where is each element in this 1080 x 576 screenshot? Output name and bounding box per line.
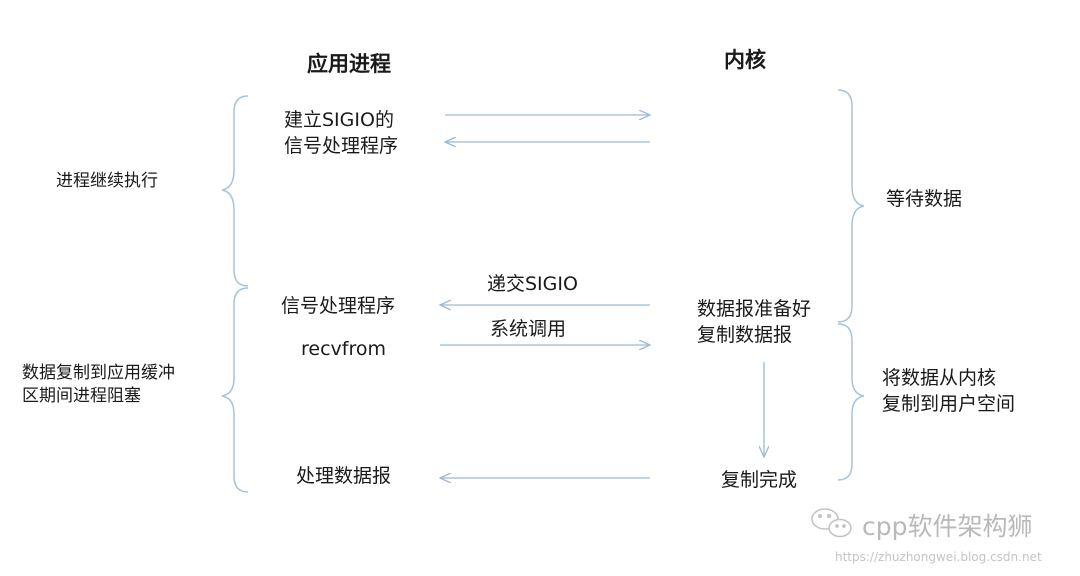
arrow-label-syscall: 系统调用 [490, 318, 567, 340]
right-label-copy: 将数据从内核 复制到用户空间 [882, 367, 1016, 415]
kernel-copy-complete: 复制完成 [721, 469, 798, 491]
step-setup-handler: 建立SIGIO的 信号处理程序 [284, 109, 399, 157]
left-brace-continue [221, 95, 249, 287]
wechat-logo-icon [811, 508, 852, 538]
step-recvfrom: recvfrom [301, 338, 386, 360]
app-process-header: 应用进程 [307, 52, 391, 76]
left-label-continue: 进程继续执行 [56, 171, 158, 191]
step-signal-handler: 信号处理程序 [281, 295, 396, 317]
kernel-header: 内核 [724, 48, 766, 72]
kernel-datagram-ready: 数据报准备好 复制数据报 [697, 298, 812, 346]
right-label-wait: 等待数据 [886, 188, 963, 210]
left-brace-blocked [221, 287, 249, 493]
right-brace-copy [837, 323, 865, 481]
right-brace-wait [837, 89, 865, 323]
step-process-datagram: 处理数据报 [296, 465, 392, 487]
left-label-blocked: 数据复制到应用缓冲 区期间进程阻塞 [22, 363, 175, 406]
watermark-brand: cpp软件架构狮 [862, 512, 1033, 541]
arrow-label-deliver-sigio: 递交SIGIO [487, 273, 578, 295]
watermark-url: https://zhuzhongwei.blog.csdn.net [835, 550, 1042, 564]
